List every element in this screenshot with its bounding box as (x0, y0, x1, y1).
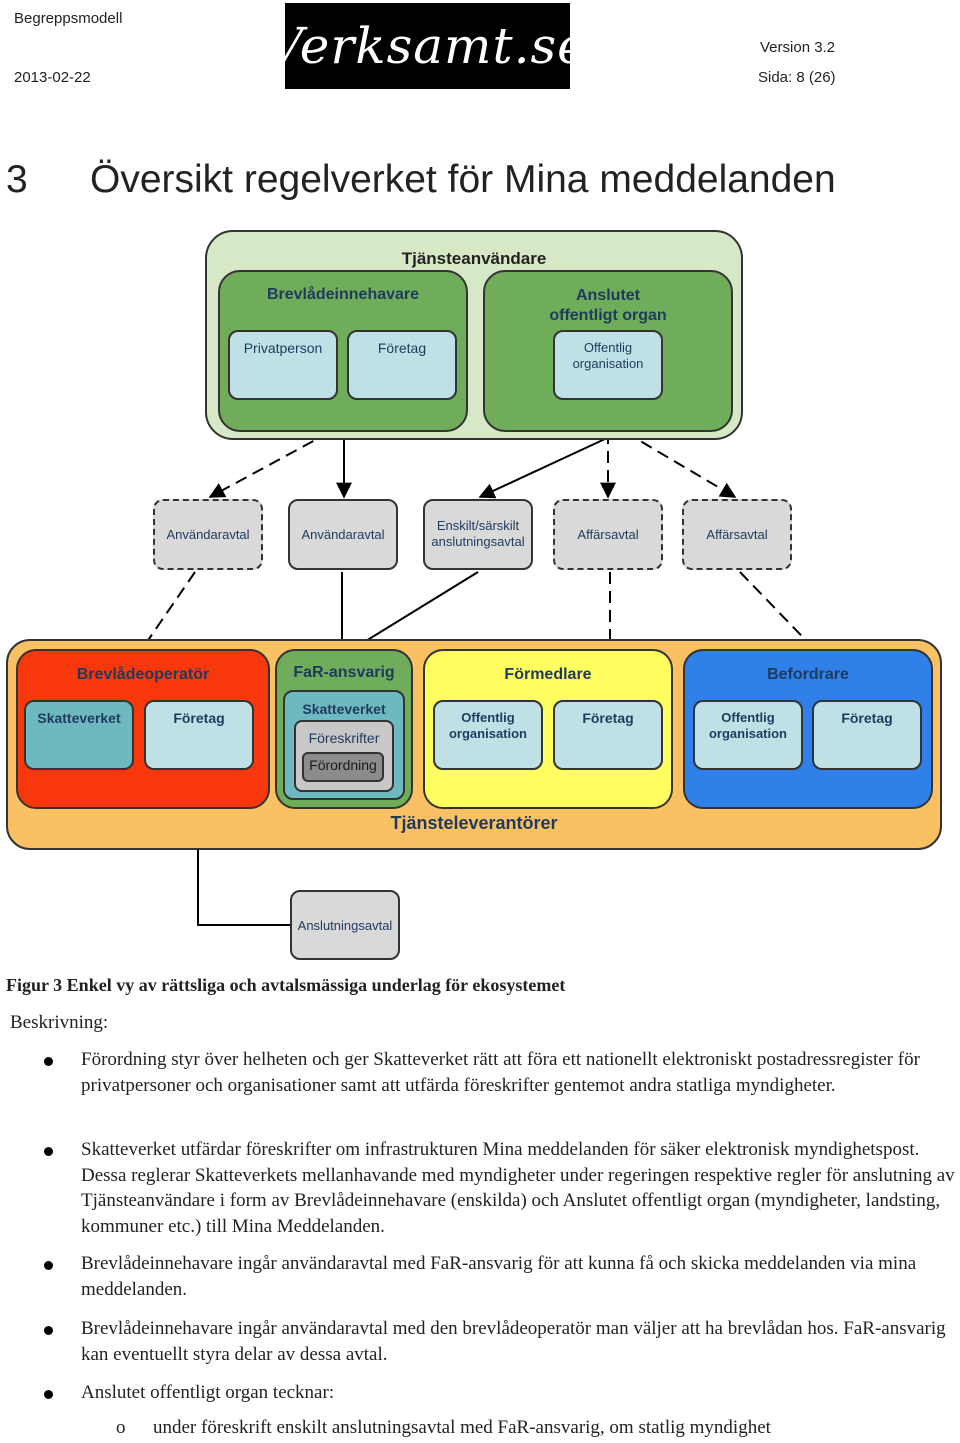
connected-org-label: Anslutet offentligt organ (549, 287, 667, 324)
company-label-intermediary: Företag (582, 710, 634, 726)
company-box-intermediary (553, 700, 663, 770)
bullet-text-2: Skatteverket utfärdar föreskrifter om in… (81, 1139, 955, 1237)
agreement-label-2: Användaravtal (301, 527, 385, 542)
sub-bullet-text-1: under föreskrift enskilt anslutningsavta… (153, 1417, 771, 1438)
section-heading: 3 Översikt regelverket för Mina meddeland… (6, 158, 836, 202)
company-box-top (347, 330, 457, 400)
public-org-label-top: Offentlig organisation (572, 340, 644, 371)
agreement-box-2 (288, 499, 398, 570)
section-number: 3 (6, 158, 28, 201)
bullet-marker (44, 1147, 53, 1156)
skatteverket-box-left (24, 700, 134, 770)
public-org-label-mid: Offentlig organisation (448, 710, 527, 741)
public-org-box-top (553, 330, 663, 400)
description-label: Beskrivning: (10, 1012, 109, 1033)
company-label-forwarder: Företag (841, 710, 893, 726)
verksamt-logo: Verksamt.se (267, 3, 587, 89)
bullet-text-5: Anslutet offentligt organ tecknar: (81, 1382, 335, 1403)
company-box-forwarder (812, 700, 922, 770)
company-label-operator: Företag (173, 710, 225, 726)
bullet-marker (44, 1326, 53, 1335)
figure-caption: Figur 3 Enkel vy av rättsliga och avtals… (6, 975, 566, 995)
private-person-label: Privatperson (243, 340, 323, 356)
public-org-box-mid (433, 700, 543, 770)
public-org-box-right (693, 700, 803, 770)
company-label-top: Företag (377, 340, 427, 356)
intermediary-label: Förmedlare (504, 666, 592, 683)
agreement-box-5 (682, 499, 792, 570)
page-number: Sida: 8 (26) (758, 69, 836, 86)
skatteverket-label-mid: Skatteverket (302, 701, 386, 717)
agreement-box-3 (423, 499, 533, 570)
agreement-box-1 (153, 499, 263, 570)
agreement-label-3: Enskilt/särskilt anslutningsavtal (431, 518, 525, 549)
mailbox-holder-label: Brevlådeinnehavare (266, 286, 420, 303)
sub-bullet-marker: o (116, 1417, 126, 1438)
agreement-label-5: Affärsavtal (706, 527, 768, 542)
bullet-text-1: Förordning styr över helheten och ger Sk… (81, 1049, 920, 1096)
agreement-label-4: Affärsavtal (577, 527, 639, 542)
bullet-text-3: Brevlådeinnehavare ingår användaravtal m… (81, 1253, 917, 1300)
service-users-title: Tjänsteanvändare (401, 249, 547, 268)
connection-agreement-label: Anslutningsavtal (297, 918, 393, 933)
connection-agreement-box (290, 890, 400, 960)
ordinance-label: Förordning (309, 757, 377, 773)
private-person-box (228, 330, 338, 400)
diagram-connectors (139, 431, 851, 926)
agreement-label-1: Användaravtal (166, 527, 250, 542)
far-responsible-label: FaR-ansvarig (293, 664, 395, 681)
forwarder-label: Befordrare (767, 666, 849, 683)
mailbox-operator-label: Brevlådeoperatör (76, 666, 210, 683)
bullet-marker (44, 1390, 53, 1399)
regulations-label: Föreskrifter (308, 730, 380, 746)
service-providers-title: Tjänsteleverantörer (390, 813, 558, 833)
bullet-marker (44, 1057, 53, 1066)
ordinance-box (302, 752, 384, 782)
bullet-text-4: Brevlådeinnehavare ingår användaravtal m… (81, 1318, 946, 1365)
section-title: Översikt regelverket för Mina meddelande… (90, 158, 836, 201)
bullet-marker (44, 1261, 53, 1270)
public-org-label-right: Offentlig organisation (708, 710, 787, 741)
document-title: Begreppsmodell (14, 10, 123, 27)
document-date: 2013-02-22 (14, 69, 91, 86)
skatteverket-label-left: Skatteverket (37, 710, 121, 726)
company-box-operator (144, 700, 254, 770)
agreement-box-4 (553, 499, 663, 570)
version-label: Version 3.2 (760, 39, 836, 56)
